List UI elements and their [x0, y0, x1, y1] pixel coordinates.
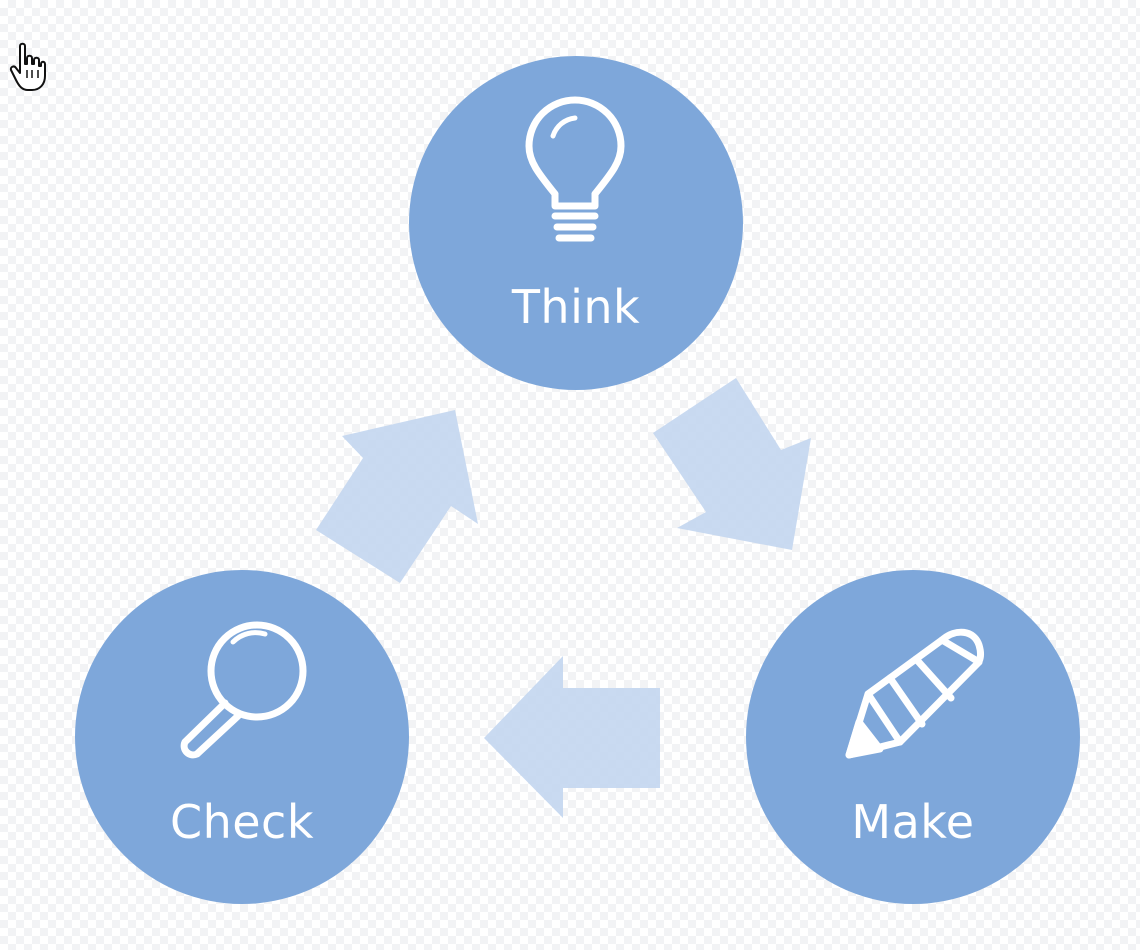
think-node: Think [409, 56, 743, 390]
check-node: Check [75, 570, 409, 904]
arrow-check-to-think [316, 410, 478, 583]
magnifier-icon [180, 621, 307, 759]
make-label: Make [851, 795, 975, 849]
arrow-think-to-make [653, 378, 811, 550]
check-label: Check [169, 795, 314, 849]
arrow-make-to-check [484, 656, 660, 818]
make-node: Make [746, 570, 1080, 904]
pencil-icon [845, 628, 985, 759]
hand-pointer-icon [9, 42, 46, 91]
lightbulb-icon [525, 96, 625, 242]
think-label: Think [511, 280, 641, 334]
